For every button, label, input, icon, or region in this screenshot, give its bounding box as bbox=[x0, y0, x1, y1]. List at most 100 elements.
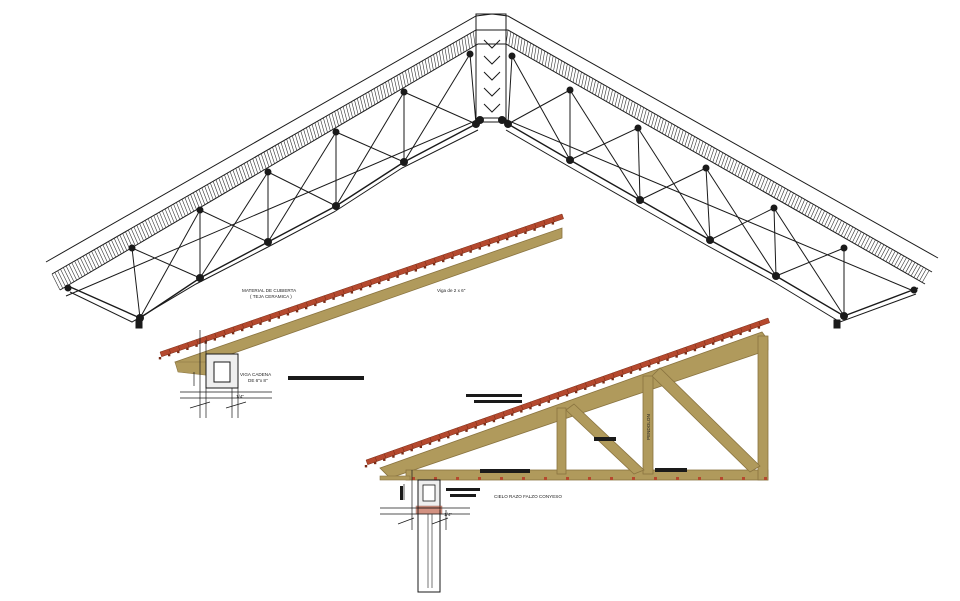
tile-hatch-line bbox=[60, 268, 69, 286]
tile-hatch-line bbox=[583, 75, 588, 89]
truss-node bbox=[400, 158, 408, 166]
tile-hatch-line bbox=[113, 238, 122, 255]
tile-hatch-line bbox=[263, 151, 270, 168]
tile-batten bbox=[286, 313, 290, 316]
tile-hatch-line bbox=[351, 101, 356, 117]
tile-hatch-line bbox=[136, 225, 144, 241]
tile-hatch-line bbox=[116, 236, 125, 253]
tile-hatch-line bbox=[238, 166, 245, 182]
tile-hatch-line bbox=[63, 267, 72, 284]
tile-batten bbox=[295, 309, 299, 313]
tile-hatch-line bbox=[348, 103, 353, 118]
tile-batten bbox=[428, 442, 432, 445]
tile-batten bbox=[231, 331, 235, 335]
tile-hatch-line bbox=[762, 178, 769, 192]
viga-cadena-label-line1: VIGA CADENA bbox=[240, 372, 272, 377]
cielo-raso-label: CIELO RAZO FALZO CONYESO bbox=[494, 494, 562, 499]
tile-band-left bbox=[51, 31, 476, 291]
chord-connector bbox=[412, 477, 415, 480]
tile-hatch-line bbox=[586, 76, 591, 91]
tile-hatch-line bbox=[569, 67, 574, 81]
tile-hatch-line bbox=[241, 164, 247, 181]
tile-hatch-line bbox=[145, 220, 153, 236]
tile-hatch-line bbox=[748, 170, 755, 184]
truss-node bbox=[196, 274, 204, 282]
tile-hatch-line bbox=[283, 140, 289, 156]
tile-hatch-line bbox=[910, 263, 919, 277]
tile-hatch-line bbox=[815, 208, 823, 222]
tile-hatch-line bbox=[385, 81, 390, 97]
tile-batten bbox=[474, 426, 477, 429]
tile-batten bbox=[565, 394, 569, 397]
tile-hatch-line bbox=[578, 71, 582, 86]
tile-hatch-line bbox=[885, 249, 893, 262]
tile-hatch-line bbox=[328, 114, 334, 130]
tile-batten bbox=[483, 423, 486, 426]
tile-hatch-line bbox=[77, 259, 86, 276]
tile-hatch-line bbox=[589, 78, 594, 93]
tile-hatch-line bbox=[779, 187, 786, 201]
tile-batten bbox=[332, 297, 335, 300]
tile-batten bbox=[241, 328, 244, 332]
tile-batten bbox=[721, 339, 724, 342]
tile-hatch-line bbox=[68, 264, 77, 281]
tile-hatch-line bbox=[514, 34, 517, 49]
tile-hatch-line bbox=[522, 39, 526, 54]
tile-hatch-line bbox=[441, 49, 445, 64]
tile-hatch-line bbox=[659, 118, 664, 133]
tile-hatch-line bbox=[558, 60, 563, 75]
tile-batten bbox=[383, 458, 386, 461]
tile-batten bbox=[638, 368, 642, 371]
truss-node bbox=[466, 50, 474, 58]
tile-hatch-line bbox=[396, 75, 401, 90]
tile-hatch-line bbox=[246, 161, 253, 177]
chord-connector bbox=[742, 477, 745, 480]
tile-hatch-line bbox=[539, 49, 543, 64]
tile-batten bbox=[538, 403, 541, 407]
tile-hatch-line bbox=[840, 223, 848, 237]
tile-hatch-line bbox=[71, 262, 80, 279]
tile-hatch-line bbox=[365, 93, 370, 109]
dim-small-label-1: 1/4" bbox=[236, 394, 244, 399]
tile-batten bbox=[364, 465, 368, 468]
tile-batten bbox=[730, 335, 733, 339]
tile-hatch-line bbox=[130, 228, 139, 245]
tile-batten bbox=[739, 332, 742, 336]
tile-hatch-line bbox=[147, 218, 156, 235]
truss-node bbox=[264, 168, 272, 176]
tile-hatch-line bbox=[373, 88, 378, 104]
truss-vertical bbox=[469, 53, 477, 125]
tile-hatch-line bbox=[128, 229, 136, 246]
tile-hatch-line bbox=[215, 179, 222, 195]
king-post bbox=[642, 375, 654, 475]
tile-hatch-line bbox=[229, 171, 236, 187]
ridge-piece bbox=[475, 13, 507, 124]
tile-hatch-line bbox=[325, 116, 331, 132]
tile-hatch-line bbox=[142, 221, 150, 238]
truss-node bbox=[264, 238, 272, 246]
tile-hatch-line bbox=[821, 212, 828, 225]
tile-batten bbox=[547, 400, 550, 403]
tile-hatch-line bbox=[57, 270, 66, 287]
tile-hatch-line bbox=[832, 218, 839, 232]
tile-hatch-line bbox=[921, 270, 930, 283]
tile-hatch-line bbox=[609, 89, 613, 104]
tile-batten bbox=[414, 269, 418, 272]
tile-batten bbox=[387, 278, 390, 281]
bottom-chord bbox=[405, 469, 769, 481]
chord-connector bbox=[698, 477, 701, 480]
tile-batten bbox=[574, 390, 578, 394]
tile-hatch-line bbox=[715, 150, 721, 165]
truss-diagonal bbox=[335, 131, 405, 163]
tile-hatch-line bbox=[849, 228, 856, 241]
tile-hatch-line bbox=[187, 195, 195, 212]
tile-hatch-line bbox=[734, 162, 741, 176]
tile-batten bbox=[341, 294, 344, 297]
tile-batten bbox=[350, 291, 354, 294]
tile-hatch-line bbox=[550, 55, 554, 70]
tile-hatch-line bbox=[82, 255, 91, 273]
tile-hatch-line bbox=[768, 181, 774, 195]
tile-hatch-line bbox=[74, 260, 83, 278]
truss-node bbox=[706, 236, 714, 244]
tile-hatch-line bbox=[882, 247, 890, 261]
